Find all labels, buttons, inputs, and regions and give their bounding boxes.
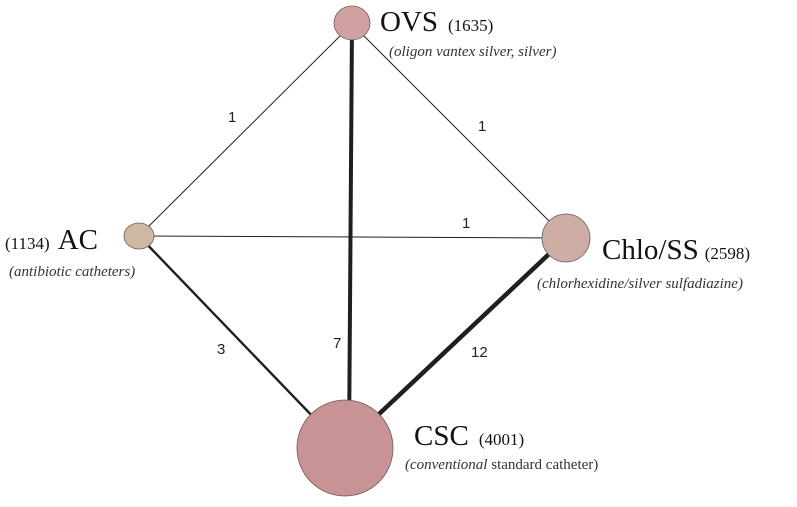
edge-ac-chlo <box>138 235 567 239</box>
node-desc-csc-rest: standard catheter) <box>491 457 598 473</box>
edge-label-chlo-csc: 12 <box>471 344 488 361</box>
node-abbr-ovs: OVS <box>380 6 438 38</box>
edge-ac-csc <box>137 234 345 450</box>
node-label-csc: CSC (4001) <box>414 420 524 452</box>
node-label-ac: (1134) AC <box>5 224 98 256</box>
node-count-chlo: (2598) <box>705 244 750 263</box>
node-desc-ovs: (oligon vantex silver, silver) <box>389 44 556 60</box>
node-csc <box>296 399 394 497</box>
edge-label-ovs-ac: 1 <box>228 109 236 126</box>
node-count-ovs: (1635) <box>448 16 493 35</box>
edge-ovs-chlo <box>351 23 567 239</box>
node-chlo <box>541 213 591 263</box>
edge-chlo-csc <box>340 235 569 451</box>
node-abbr-csc: CSC <box>414 420 469 452</box>
edge-label-ovs-csc: 7 <box>333 335 341 352</box>
node-desc-csc: (conventional standard catheter) <box>405 457 598 473</box>
node-count-ac: (1134) <box>5 234 50 253</box>
node-ovs <box>333 5 371 41</box>
node-abbr-chlo: Chlo/SS <box>602 234 699 266</box>
edge-ovs-csc <box>347 22 354 450</box>
node-desc-csc-italic: (conventional <box>405 457 487 473</box>
edge-ovs-ac <box>138 23 353 237</box>
node-label-chlo: Chlo/SS (2598) <box>602 234 750 266</box>
edge-label-ac-chlo: 1 <box>462 215 470 232</box>
node-ac <box>123 222 155 250</box>
node-desc-ac: (antibiotic catheters) <box>9 264 135 280</box>
node-desc-chlo: (chlorhexidine/silver sulfadiazine) <box>537 276 743 292</box>
node-label-ovs: OVS (1635) <box>380 6 493 38</box>
node-abbr-ac: AC <box>58 224 98 256</box>
edge-label-ovs-chlo: 1 <box>478 118 486 135</box>
node-count-csc: (4001) <box>479 430 524 449</box>
edge-label-ac-csc: 3 <box>217 341 225 358</box>
